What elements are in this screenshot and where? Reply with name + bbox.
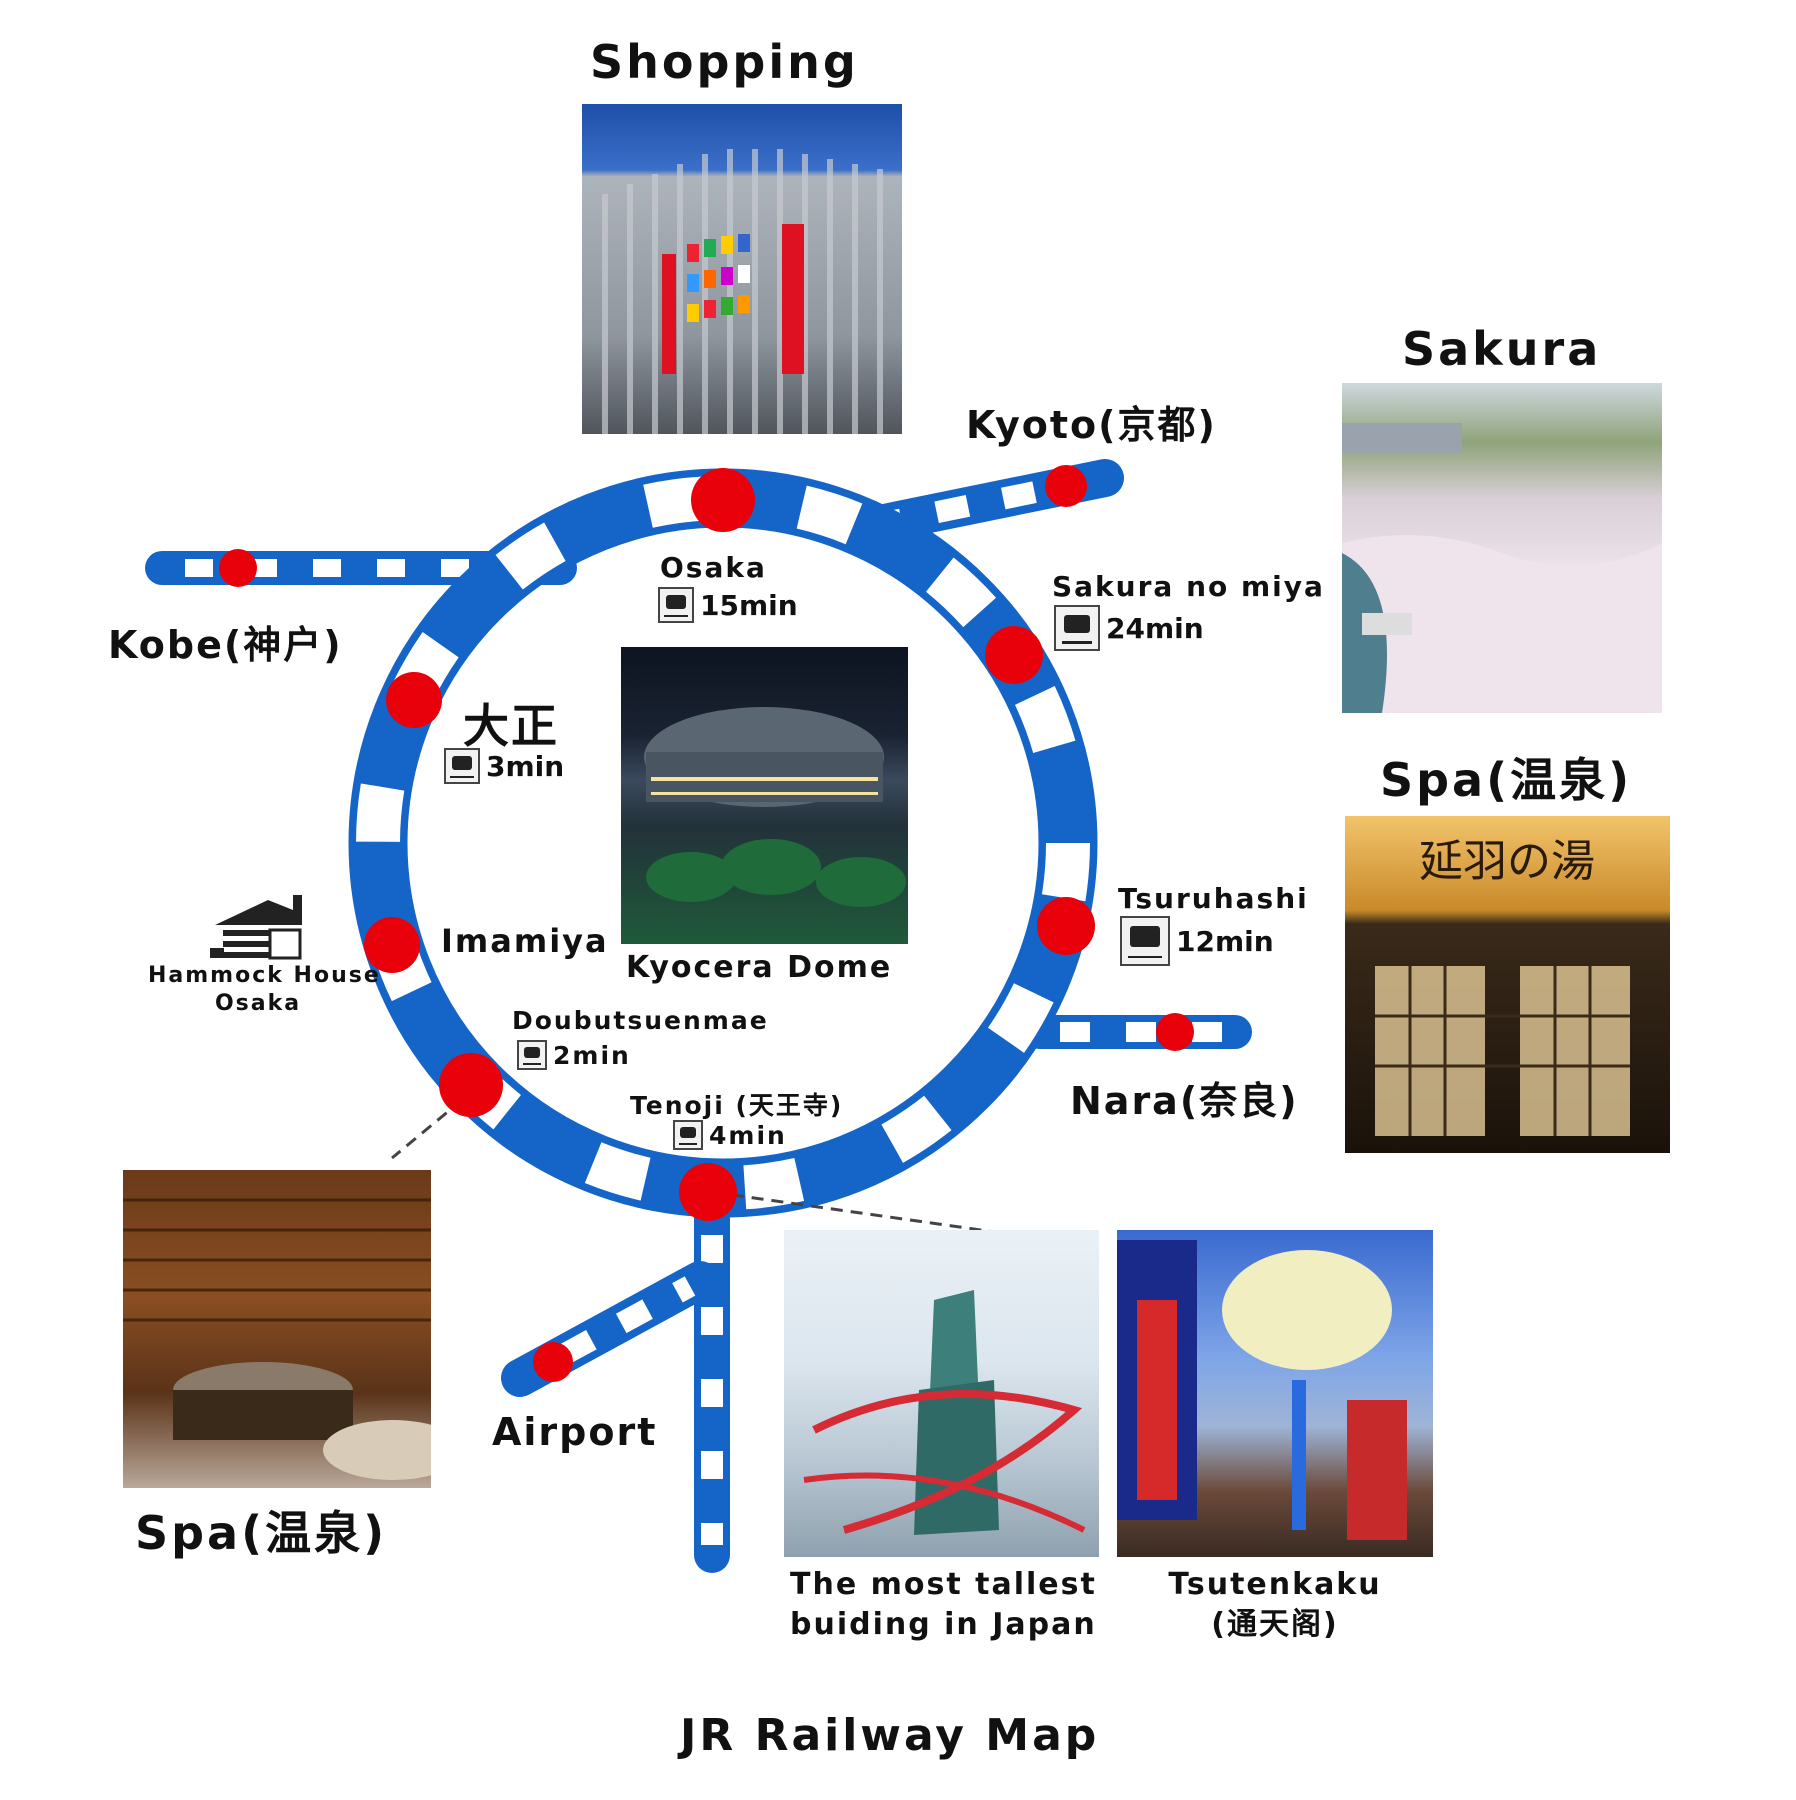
kobe-label: Kobe(神户) (108, 623, 343, 667)
tsutenkaku-photo (1117, 1230, 1433, 1557)
train-icon (673, 1120, 703, 1150)
tsutenkaku-caption: Tsutenkaku (通天阁) (1150, 1565, 1400, 1645)
abeno-harukas-photo (784, 1230, 1099, 1557)
taisho-travel-time: 3min (444, 748, 564, 784)
station-taisho[interactable] (386, 672, 442, 728)
station-kobe[interactable] (219, 549, 257, 587)
hostel-name-line1: Hammock House (148, 963, 381, 988)
kyocera-dome-photo (621, 647, 908, 944)
tsuruhashi-travel-time: 12min (1120, 916, 1274, 966)
station-tenoji[interactable] (679, 1163, 737, 1221)
osaka-travel-time: 15min (658, 587, 798, 623)
tsuruhashi-station-label: Tsuruhashi (1118, 882, 1309, 915)
airport-label: Airport (492, 1410, 658, 1454)
train-icon (1120, 916, 1170, 966)
tenoji-station-label: Tenoji (天王寺) (630, 1091, 844, 1120)
sakura-station-label: Sakura no miya (1052, 570, 1325, 603)
sakura-label: Sakura (1402, 322, 1602, 376)
shopping-photo (582, 104, 902, 434)
imamiya-station-label: Imamiya (441, 922, 609, 960)
tallest-building-caption: The most tallest buiding in Japan (790, 1565, 1097, 1645)
tallest-caption-line2: buiding in Japan (790, 1607, 1097, 1642)
sakura-travel-time: 24min (1054, 605, 1204, 651)
station-imamiya[interactable] (364, 917, 420, 973)
hostel-label: Hammock House Osaka (148, 962, 381, 1018)
station-osaka[interactable] (691, 468, 755, 532)
sakura-photo (1342, 383, 1662, 713)
leader-line-spa (391, 1098, 463, 1160)
map-title: JR Railway Map (680, 1710, 1100, 1761)
doubutsuenmae-travel-time: 2min (517, 1040, 631, 1070)
hostel-name-line2: Osaka (214, 991, 302, 1016)
tenoji-travel-time: 4min (673, 1120, 787, 1150)
tallest-caption-line1: The most tallest (790, 1567, 1097, 1602)
kyoto-label: Kyoto(京都) (966, 403, 1217, 447)
nara-label: Nara(奈良) (1070, 1079, 1299, 1123)
kyocera-dome-label: Kyocera Dome (626, 950, 893, 985)
station-tsuruhashi[interactable] (1037, 897, 1095, 955)
spa-left-photo (123, 1170, 431, 1488)
train-icon (517, 1040, 547, 1070)
station-airport[interactable] (533, 1342, 573, 1382)
tsutenkaku-caption-line1: Tsutenkaku (1168, 1567, 1382, 1602)
doubutsuenmae-station-label: Doubutsuenmae (512, 1006, 769, 1035)
tsutenkaku-caption-line2: (通天阁) (1211, 1607, 1339, 1642)
station-doubutsuenmae[interactable] (439, 1053, 503, 1117)
spa-right-label: Spa(温泉) (1380, 753, 1633, 807)
train-icon (658, 587, 694, 623)
train-icon (1054, 605, 1100, 651)
house-icon (210, 895, 302, 960)
train-icon (444, 748, 480, 784)
svg-text:延羽の湯: 延羽の湯 (1419, 836, 1595, 887)
osaka-station-label: Osaka (660, 551, 767, 584)
station-sakura-no-miya[interactable] (985, 626, 1043, 684)
taisho-station-label: 大正 (463, 699, 559, 753)
station-kyoto[interactable] (1045, 465, 1087, 507)
spa-right-photo: 延羽の湯 (1345, 816, 1670, 1153)
shopping-label: Shopping (590, 35, 859, 89)
leader-line-tenoji (711, 1190, 996, 1234)
station-nara[interactable] (1156, 1013, 1194, 1051)
spa-left-label: Spa(温泉) (135, 1506, 388, 1560)
